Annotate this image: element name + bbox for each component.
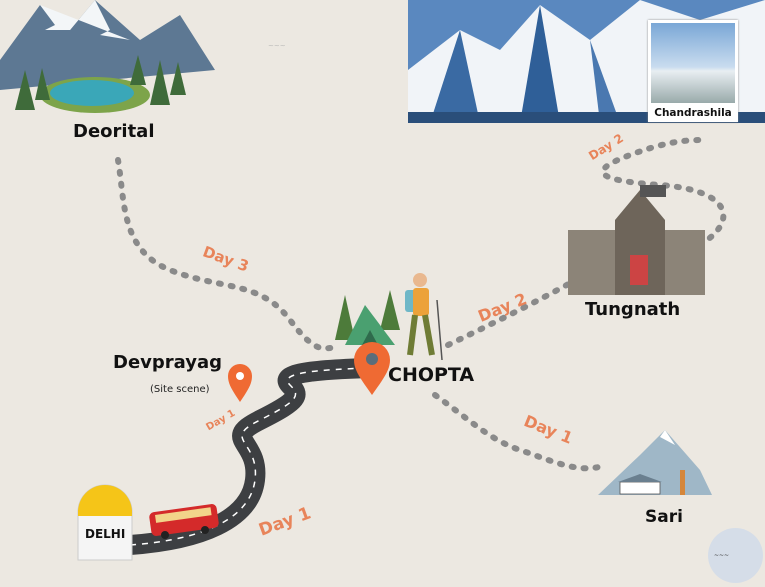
label-chandrashila: Chandrashila: [654, 107, 732, 119]
delhi-milestone: [77, 484, 133, 561]
road: [120, 358, 380, 555]
trail-deorital-chopta: [115, 157, 343, 352]
label-chopta: CHOPTA: [388, 364, 475, 386]
label-sari: Sari: [645, 507, 683, 527]
tungnath-temple-illustration: [568, 185, 705, 295]
label-tungnath: Tungnath: [585, 299, 681, 320]
label-deorital: Deorital: [73, 121, 155, 142]
label-delhi: DELHI: [85, 527, 126, 541]
brand-logo: ~~~: [708, 528, 763, 583]
label-devprayag: Devprayag: [113, 352, 223, 373]
sari-illustration: [598, 430, 712, 495]
bus-icon: [149, 504, 219, 539]
chopta-camp-illustration: [335, 290, 400, 345]
chandrashila-photo: [651, 23, 735, 103]
chopta-pin-icon[interactable]: [354, 342, 390, 395]
trail-chopta-sari: [432, 392, 608, 472]
watermark-logo: ~~~: [268, 42, 286, 50]
chandrashila-photo-card: Chandrashila: [648, 20, 738, 122]
deorital-illustration: [0, 0, 215, 113]
devprayag-pin-icon[interactable]: [228, 364, 252, 402]
hiker-illustration: [405, 273, 443, 361]
label-devprayag-note: (Site scene): [150, 384, 210, 395]
